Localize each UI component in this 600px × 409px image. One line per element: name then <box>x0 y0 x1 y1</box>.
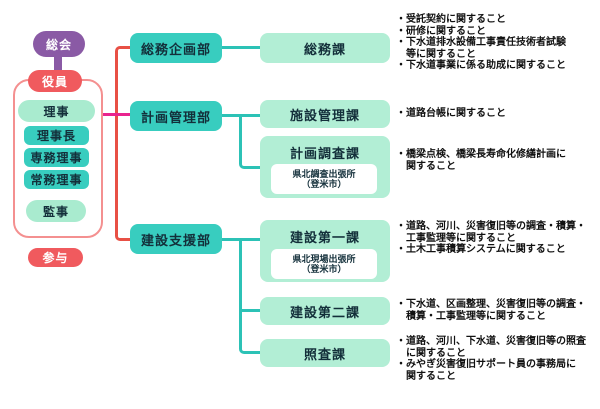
node-advisor-label: 参与 <box>42 251 69 265</box>
node-office-kenpoku-field: 県北現場出張所 （登米市） <box>271 249 377 279</box>
node-sect-general-affairs-label: 総務課 <box>303 41 346 57</box>
notes-general-affairs: 受託契約に関すること 研修に関すること 下水道排水設備工事責任技術者試験 等に関… <box>396 14 597 72</box>
node-officers: 役員 <box>28 70 82 92</box>
node-dept-general-planning-label: 総務企画部 <box>140 41 211 57</box>
note-item: 受託契約に関すること <box>396 14 597 26</box>
note-item: 土木工事積算システムに関すること <box>396 244 597 256</box>
node-managing-director: 常務理事 <box>24 170 89 189</box>
node-sect-review: 照査課 <box>260 339 390 367</box>
notes-plan-survey: 橋梁点検、橋梁長寿命化修繕計画に 関すること <box>396 149 597 172</box>
node-sect-construction-2-label: 建設第二課 <box>289 304 360 320</box>
note-item: 道路、河川、災害復旧等の調査・積算・ 工事監理等に関すること <box>396 221 597 244</box>
node-sect-construction-1-label: 建設第一課 <box>289 230 360 245</box>
node-director: 理事 <box>18 100 95 122</box>
connector-dept3-sect5 <box>239 309 260 312</box>
node-sect-facility-management-label: 施設管理課 <box>289 107 360 123</box>
node-general-meeting: 総会 <box>33 31 85 57</box>
note-item: 橋梁点検、橋梁長寿命化修繕計画に 関すること <box>396 149 597 172</box>
notes-construction-2: 下水道、区画整理、災害復旧等の調査・ 積算・工事監理等に関すること <box>396 299 597 322</box>
node-auditor-label: 監事 <box>42 204 69 219</box>
node-dept-plan-management-label: 計画管理部 <box>140 109 211 125</box>
node-dept-plan-management: 計画管理部 <box>130 101 222 131</box>
node-dept-construction-support: 建設支援部 <box>130 224 222 254</box>
node-chief-director: 理事長 <box>24 126 89 145</box>
node-general-meeting-label: 総会 <box>45 37 72 52</box>
node-sect-general-affairs: 総務課 <box>260 33 390 63</box>
connector-soukai-yakuin <box>54 45 62 75</box>
node-managing-director-label: 常務理事 <box>30 173 83 187</box>
node-dept-construction-support-label: 建設支援部 <box>140 232 211 248</box>
node-advisor: 参与 <box>28 248 83 267</box>
note-item: 道路台帳に関すること <box>396 108 597 120</box>
node-auditor: 監事 <box>26 200 86 222</box>
connector-dept2-sect3-bracket <box>239 114 260 169</box>
note-item: 下水道、区画整理、災害復旧等の調査・ 積算・工事監理等に関すること <box>396 299 597 322</box>
note-item: 下水道事業に係る助成に関すること <box>396 60 597 72</box>
node-executive-director-label: 専務理事 <box>30 151 83 165</box>
node-officers-label: 役員 <box>41 74 68 89</box>
node-office-kenpoku-field-label: 県北現場出張所 （登米市） <box>292 253 356 275</box>
node-sect-construction-2: 建設第二課 <box>260 297 390 325</box>
note-item: みやぎ災害復旧サポート員の事務局に 関すること <box>396 359 597 382</box>
node-sect-facility-management: 施設管理課 <box>260 100 390 128</box>
node-dept-general-planning: 総務企画部 <box>130 33 222 63</box>
node-sect-review-label: 照査課 <box>303 346 346 362</box>
node-office-kenpoku-survey: 県北調査出張所 （登米市） <box>271 164 377 194</box>
notes-facility-management: 道路台帳に関すること <box>396 108 597 120</box>
node-sect-plan-survey-label: 計画調査課 <box>289 146 360 161</box>
note-item: 下水道排水設備工事責任技術者試験 等に関すること <box>396 37 597 60</box>
notes-review: 道路、河川、下水道、災害復旧等の照査 に関すること みやぎ災害復旧サポート員の事… <box>396 336 597 382</box>
node-executive-director: 専務理事 <box>24 148 89 167</box>
connector-dept3-sect6-bracket <box>239 238 260 354</box>
node-director-label: 理事 <box>43 104 70 119</box>
note-item: 道路、河川、下水道、災害復旧等の照査 に関すること <box>396 336 597 359</box>
connector-dept1-sect1 <box>222 46 260 49</box>
connector-officers-trunk <box>103 113 133 116</box>
connector-officers-departments-bracket <box>115 46 130 241</box>
note-item: 研修に関すること <box>396 26 597 38</box>
node-office-kenpoku-survey-label: 県北調査出張所 （登米市） <box>292 168 356 190</box>
notes-construction-1: 道路、河川、災害復旧等の調査・積算・ 工事監理等に関すること 土木工事積算システ… <box>396 221 597 256</box>
node-chief-director-label: 理事長 <box>36 129 76 143</box>
